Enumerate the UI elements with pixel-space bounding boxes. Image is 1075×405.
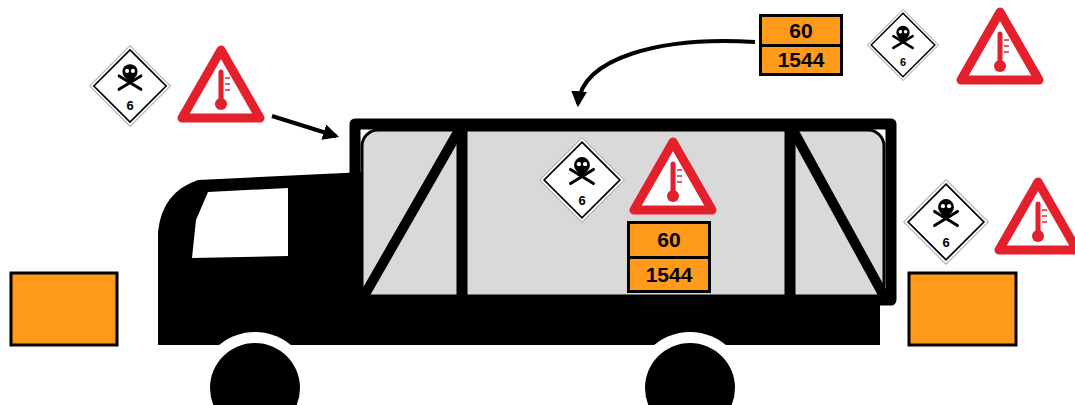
wheel bbox=[645, 343, 735, 405]
class-label: 6 bbox=[866, 8, 940, 82]
toxic-diamond bbox=[88, 44, 172, 128]
windshield bbox=[192, 188, 288, 258]
hot-mark bbox=[634, 142, 712, 210]
toxic-diamond bbox=[866, 8, 940, 82]
hot-mark bbox=[961, 12, 1039, 80]
hazard-number: 60 bbox=[762, 17, 840, 44]
hazard-number: 60 bbox=[630, 224, 708, 256]
wheel bbox=[210, 343, 300, 405]
blank-orange-plate bbox=[11, 273, 117, 345]
hazard-plate: 601544 bbox=[759, 14, 843, 76]
hot-mark bbox=[999, 182, 1075, 250]
class-label: 6 bbox=[902, 178, 990, 266]
class-number: 6 bbox=[902, 236, 990, 249]
hazard-plate: 601544 bbox=[627, 221, 711, 293]
toxic-diamond bbox=[538, 136, 626, 224]
class-number: 6 bbox=[866, 57, 940, 68]
un-number: 1544 bbox=[762, 44, 840, 74]
hot-mark bbox=[182, 50, 260, 118]
tank-container bbox=[355, 124, 891, 300]
class-number: 6 bbox=[538, 194, 626, 207]
leader-arrow bbox=[578, 41, 755, 104]
toxic-diamond bbox=[902, 178, 990, 266]
class-number: 6 bbox=[88, 99, 172, 112]
blank-orange-plate bbox=[909, 273, 1016, 345]
leader-arrow bbox=[272, 116, 336, 136]
class-label: 6 bbox=[538, 136, 626, 224]
class-label: 6 bbox=[88, 44, 172, 128]
un-number: 1544 bbox=[630, 256, 708, 291]
